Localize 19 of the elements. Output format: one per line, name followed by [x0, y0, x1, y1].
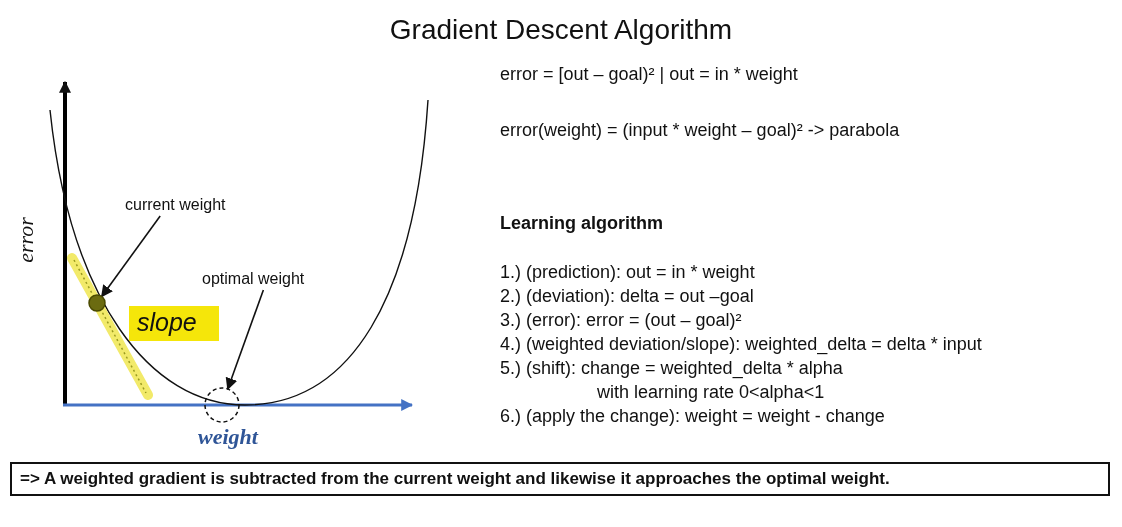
axis-label: error	[13, 217, 39, 263]
axis-label: weight	[198, 424, 258, 450]
step-text: with learning rate 0<alpha<1	[597, 382, 825, 403]
step-text: 1.) (prediction): out = in * weight	[500, 262, 755, 283]
formula-text: error = [out – goal)² | out = in * weight	[500, 64, 798, 85]
step-text: 4.) (weighted deviation/slope): weighted_delta = delta * input	[500, 334, 982, 355]
formula-text: error(weight) = (input * weight – goal)² -> parabola	[500, 120, 900, 141]
step-text: 3.) (error): error = (out – goal)²	[500, 310, 742, 331]
heading: Learning algorithm	[500, 213, 663, 234]
callout-label: current weight	[125, 196, 226, 214]
step-text: 5.) (shift): change = weighted_delta * alpha	[500, 358, 843, 379]
summary-box: => A weighted gradient is subtracted from the current weight and likewise it approaches the optimal weight.	[10, 462, 1110, 496]
title: Gradient Descent Algorithm	[388, 14, 734, 46]
arrow	[100, 215, 161, 298]
callout-label: optimal weight	[202, 270, 305, 288]
step-text: 2.) (deviation): delta = out –goal	[500, 286, 754, 307]
highlight-label: slope	[129, 306, 219, 341]
step-text: 6.) (apply the change): weight = weight - change	[500, 406, 885, 427]
arrow	[225, 289, 265, 391]
